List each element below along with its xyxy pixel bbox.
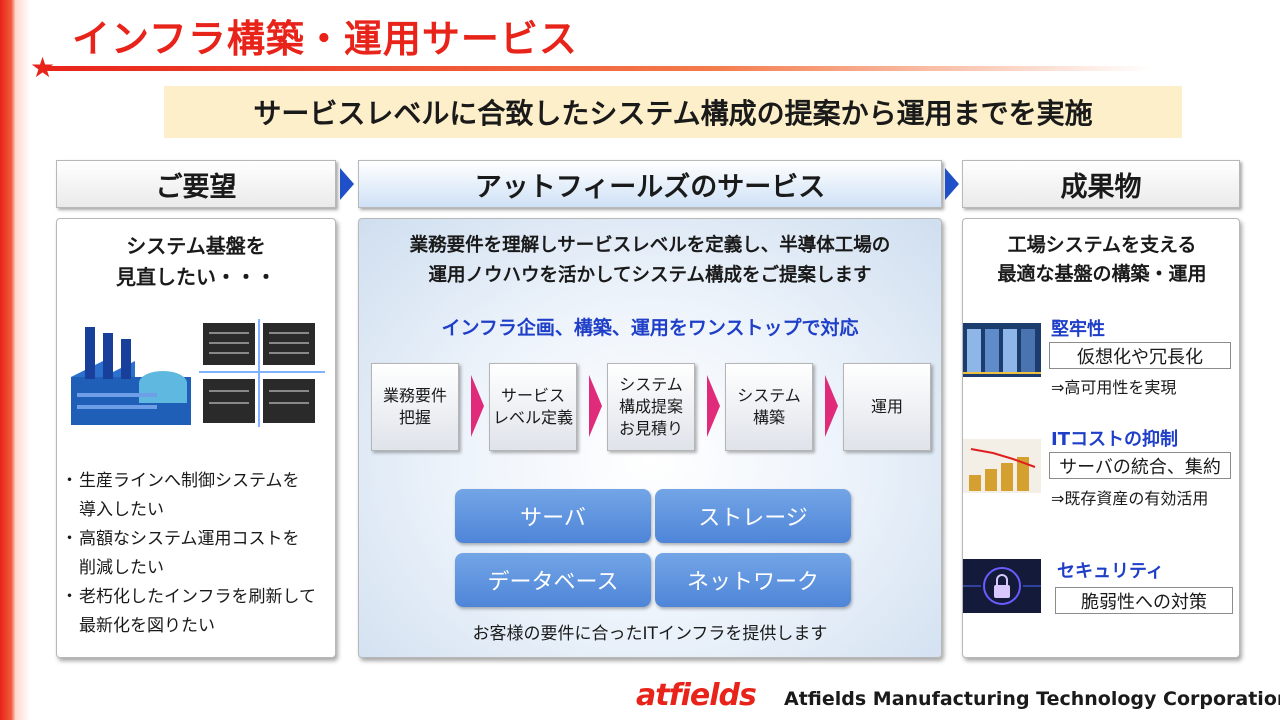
- list-item-line: 削減したい: [79, 558, 164, 578]
- request-heading: システム基盤を 見直したい・・・: [57, 231, 335, 293]
- component-storage: ストレージ: [655, 489, 851, 543]
- service-note: お客様の要件に合ったITインフラを提供します: [472, 624, 828, 644]
- service-heading-line: 運用ノウハウを活かしてシステム構成をご提案します: [428, 265, 872, 286]
- result-column-header: 成果物: [962, 160, 1240, 208]
- company-logo: atfields: [636, 678, 757, 713]
- company-name: Atfields Manufacturing Technology Corpor…: [784, 688, 1280, 710]
- process-step: サービス レベル定義: [489, 363, 577, 451]
- result-title: 堅牢性: [1051, 319, 1105, 340]
- step-label: 構築: [752, 408, 785, 427]
- title-underline: [42, 66, 1152, 71]
- service-heading-line: 業務要件を理解しサービスレベルを定義し、半導体工場の: [409, 235, 891, 256]
- coins-image: [963, 439, 1041, 493]
- result-heading-line: 最適な基盤の構築・運用: [997, 263, 1207, 285]
- result-title: セキュリティ: [1057, 561, 1164, 582]
- step-label: レベル定義: [492, 408, 573, 427]
- arrow-right-icon: [340, 168, 354, 200]
- process-step: システム 構成提案 お見積り: [607, 363, 695, 451]
- result-heading: 工場システムを支える 最適な基盤の構築・運用: [963, 231, 1241, 289]
- step-label: 把握: [398, 408, 431, 427]
- service-column-header: アットフィールズのサービス: [358, 160, 942, 208]
- step-label: システム: [737, 386, 801, 405]
- step-label: お見積り: [618, 419, 683, 438]
- left-accent-fade: [16, 0, 30, 720]
- chevron-right-icon: [707, 375, 720, 437]
- request-panel: システム基盤を 見直したい・・・: [56, 218, 336, 658]
- chevron-right-icon: [589, 375, 602, 437]
- factory-and-servers-illustration: [71, 319, 325, 427]
- step-label: 業務要件: [382, 386, 447, 405]
- service-panel: 業務要件を理解しサービスレベルを定義し、半導体工場の 運用ノウハウを活かしてシス…: [358, 218, 942, 658]
- datacenter-image: [963, 323, 1041, 377]
- component-network: ネットワーク: [655, 553, 851, 607]
- chevron-right-icon: [471, 375, 484, 437]
- factory-icon: [71, 327, 191, 425]
- step-label: サービス: [500, 386, 565, 405]
- process-step: 業務要件 把握: [371, 363, 459, 451]
- slide-title: インフラ構築・運用サービス: [72, 17, 578, 61]
- list-item: 生産ラインへ制御システムを 導入したい: [61, 467, 333, 525]
- list-item-line: 高額なシステム運用コストを: [79, 529, 300, 549]
- left-accent-band: [0, 0, 16, 720]
- chevron-right-icon: [825, 375, 838, 437]
- result-box: 脆弱性への対策: [1055, 587, 1233, 614]
- process-step: システム 構築: [725, 363, 813, 451]
- result-note: ⇒高可用性を実現: [1051, 378, 1177, 397]
- result-panel: 工場システムを支える 最適な基盤の構築・運用 堅牢性 仮想化や冗長化 ⇒高可用性…: [962, 218, 1240, 658]
- process-step: 運用: [843, 363, 931, 451]
- star-icon: ★: [30, 51, 56, 84]
- list-item-line: 最新化を図りたい: [79, 616, 215, 636]
- component-database: データベース: [455, 553, 651, 607]
- step-label: システム: [619, 375, 683, 394]
- request-heading-line: システム基盤を: [126, 234, 266, 258]
- arrow-right-icon: [945, 168, 959, 200]
- result-note: ⇒既存資産の有効活用: [1051, 489, 1209, 508]
- request-column-header: ご要望: [56, 160, 336, 208]
- result-heading-line: 工場システムを支える: [1007, 234, 1197, 256]
- list-item-line: 老朽化したインフラを刷新して: [79, 587, 316, 607]
- list-item-line: 生産ラインへ制御システムを: [79, 471, 300, 491]
- component-server: サーバ: [455, 489, 651, 543]
- step-label: 運用: [870, 397, 903, 416]
- result-box: サーバの統合、集約: [1049, 452, 1231, 479]
- result-title: ITコストの抑制: [1051, 429, 1178, 450]
- list-item: 高額なシステム運用コストを 削減したい: [61, 525, 333, 583]
- service-heading: 業務要件を理解しサービスレベルを定義し、半導体工場の 運用ノウハウを活かしてシス…: [359, 231, 941, 291]
- result-box: 仮想化や冗長化: [1049, 342, 1231, 369]
- list-item: 老朽化したインフラを刷新して 最新化を図りたい: [61, 583, 333, 641]
- request-list: 生産ラインへ制御システムを 導入したい 高額なシステム運用コストを 削減したい …: [61, 467, 333, 641]
- request-heading-line: 見直したい・・・: [116, 265, 276, 289]
- list-item-line: 導入したい: [79, 500, 164, 520]
- service-tagline: インフラ企画、構築、運用をワンストップで対応: [441, 317, 859, 339]
- step-label: 構成提案: [618, 397, 683, 416]
- slide-subtitle: サービスレベルに合致したシステム構成の提案から運用までを実施: [164, 86, 1182, 138]
- security-lock-image: [963, 559, 1041, 613]
- server-rack-icon: [199, 319, 325, 427]
